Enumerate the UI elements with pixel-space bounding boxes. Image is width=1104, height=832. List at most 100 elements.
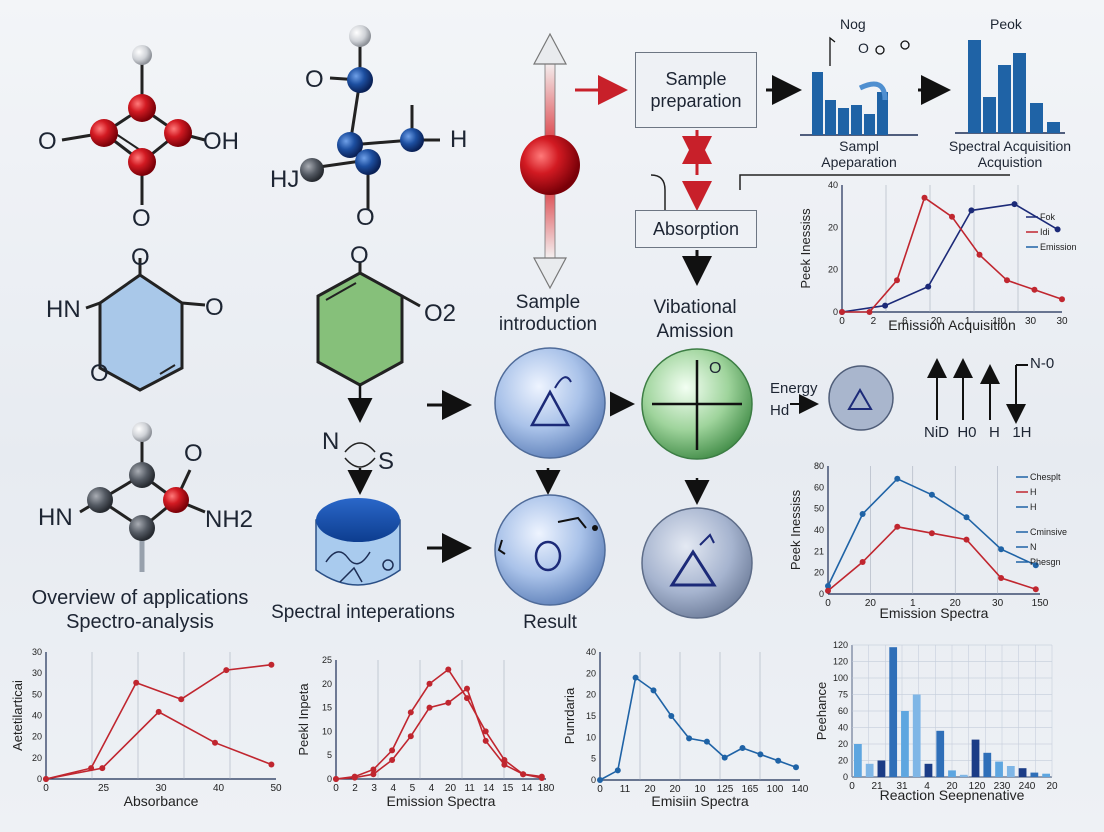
chartB-ytick: 50 — [814, 504, 824, 514]
chartD-point — [464, 685, 470, 692]
chartE-ylabel: Punrdaria — [562, 687, 577, 744]
chartE-ytick: 0 — [591, 775, 596, 785]
chartF-xtick: 20 — [946, 781, 958, 792]
sample-rod — [520, 32, 580, 290]
m3-o-top-label: O — [131, 244, 150, 271]
chartE-xtick: 100 — [767, 784, 784, 795]
chartD-xtick: 4 — [429, 783, 435, 794]
molecule-4 — [316, 262, 421, 495]
chartD-point — [520, 771, 527, 778]
chartA-point — [839, 309, 845, 315]
chartF-ytick: 120 — [833, 640, 848, 650]
chartE-point — [686, 735, 693, 742]
m4-o2-label: O2 — [424, 300, 457, 327]
chartA-point — [1011, 201, 1018, 208]
chartA-point — [968, 207, 975, 214]
caption-vibrational: Vibational Amission — [653, 297, 737, 342]
chartF-ytick: 60 — [838, 706, 848, 716]
chartB-xtick: 20 — [950, 598, 962, 609]
chartD-xtick: 0 — [333, 783, 339, 794]
chartC-xtick: 50 — [270, 783, 282, 794]
m1-bottom-label: O — [132, 205, 151, 232]
m5-nh2-label: NH2 — [205, 506, 254, 533]
chartA-ytick: 0 — [833, 307, 838, 317]
chartD-xlabel: Emission Spectra — [387, 793, 496, 809]
chartB-ytick: 0 — [819, 589, 824, 599]
chartC-ytick: 20 — [32, 753, 42, 763]
chartA-xtick: 30 — [1056, 316, 1068, 327]
energy-bottom-labels: NiD H0 H 1H — [924, 424, 1032, 441]
top-bar-chart-left — [800, 36, 918, 136]
chartB-point — [894, 475, 901, 482]
chartF-bar — [995, 761, 1003, 777]
chartE-point — [721, 754, 728, 761]
chartF-bar — [1042, 773, 1050, 777]
chartB-legend-item: H — [1030, 502, 1037, 512]
chartA-point — [1054, 226, 1061, 233]
chartD-xtick: 3 — [371, 783, 377, 794]
chartB-xtick: 20 — [865, 598, 877, 609]
chartE-xtick: 10 — [694, 784, 706, 795]
chartE-xlabel: Emisiin Spectra — [651, 793, 748, 809]
chartB-ytick: 21 — [814, 546, 824, 556]
chartD-point — [351, 774, 358, 781]
chartA-point — [949, 213, 955, 220]
chartA-xlabel: Emission Acquisition — [888, 317, 1016, 333]
m4-o-top-label: O — [350, 242, 369, 269]
absorption-box: Absorption — [635, 210, 757, 248]
chartB-point — [859, 511, 866, 517]
energy-sub-label: Hd — [770, 402, 790, 419]
chartB-xtick: 150 — [1032, 598, 1049, 609]
chartB-point — [998, 575, 1005, 581]
chartC-point — [178, 696, 185, 703]
chartD-point — [389, 747, 396, 754]
chartD-point — [445, 666, 452, 673]
m3-hn-label: HN — [46, 296, 81, 323]
chartF-bar — [912, 694, 921, 777]
chartC-point — [212, 739, 218, 746]
chartF-bar — [959, 774, 968, 777]
ns-n-label: N — [322, 428, 340, 455]
chartF-ytick: 75 — [838, 690, 848, 700]
chartE-point — [739, 745, 746, 751]
top-bar-chart-right — [955, 40, 1065, 134]
ns-s-label: S — [378, 448, 395, 475]
chartA-point — [921, 194, 928, 201]
energy-arrow-label: N-0 — [1030, 355, 1055, 372]
chartF-bar — [924, 763, 933, 777]
chartB-ylabel: Peek Inessiss — [788, 489, 803, 570]
chartC-point — [268, 661, 275, 668]
chartA-point — [882, 302, 889, 309]
chartB-point — [825, 587, 831, 594]
chartF-bar — [865, 763, 874, 777]
chartF-xtick: 20 — [1046, 781, 1058, 792]
chartE-ytick: 40 — [586, 647, 596, 657]
chartA-point — [925, 283, 932, 290]
top-right-chart-title: Peok — [990, 16, 1022, 32]
sample-cylinder — [315, 498, 401, 586]
chartA-ylabel: Peek Inessiss — [798, 208, 813, 289]
chartD-point — [370, 771, 377, 778]
chartE-xtick: 125 — [717, 784, 734, 795]
chartE-ytick: 5 — [591, 754, 596, 764]
chartD-xtick: 15 — [502, 783, 514, 794]
chartE-point — [757, 751, 764, 758]
chartF-ytick: 0 — [843, 772, 848, 782]
molecule-2 — [300, 25, 440, 210]
chartB-legend-item: H — [1030, 487, 1037, 497]
chartF-ytick: 120 — [833, 657, 848, 667]
chartC-ytick: 0 — [37, 774, 42, 784]
chartC-point — [223, 667, 230, 674]
chartB-legend-item: Chesplt — [1030, 472, 1061, 482]
chartF-bar — [948, 770, 956, 777]
chartA-point — [976, 251, 983, 258]
chartE-point — [668, 713, 675, 719]
chartC-ytick: 20 — [32, 732, 42, 742]
chartD-xtick: 11 — [464, 783, 475, 794]
chartE-xtick: 20 — [669, 784, 681, 795]
